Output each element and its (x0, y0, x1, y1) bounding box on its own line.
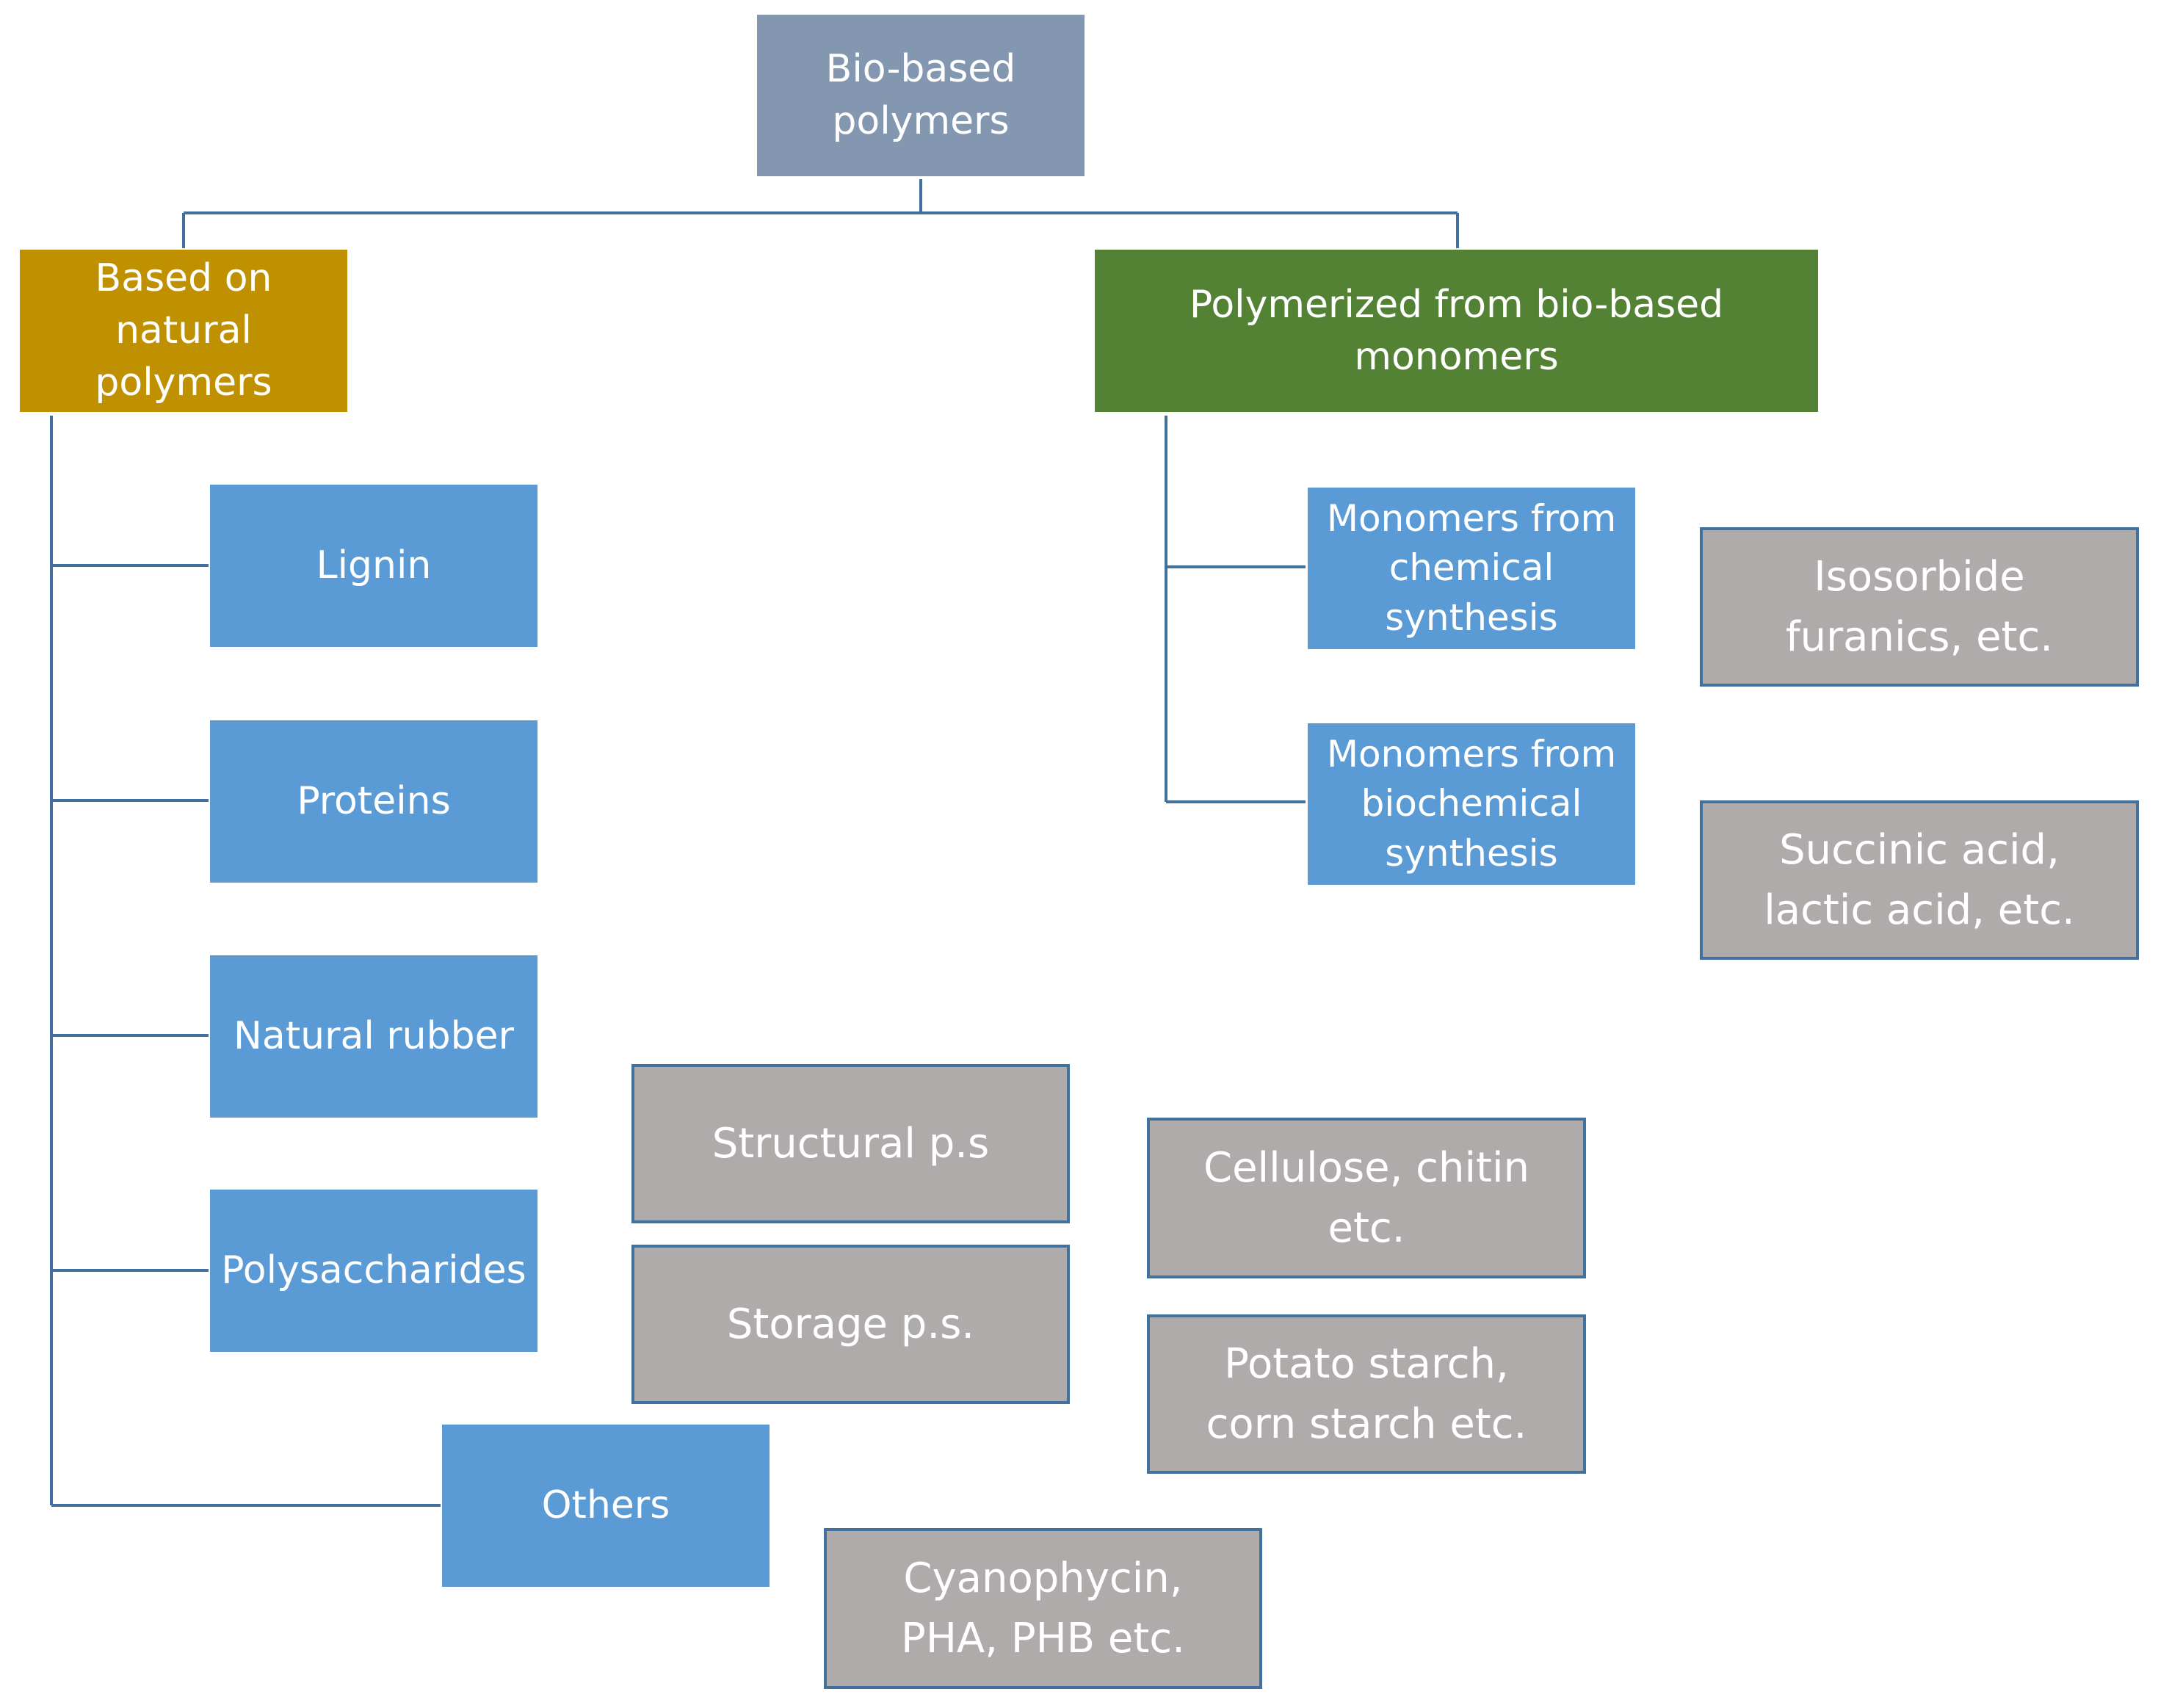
cellulose-chitin-label: Cellulose, chitin etc. (1203, 1144, 1530, 1252)
storage-ps-node: Storage p.s. (631, 1245, 1070, 1404)
isosorbide-label: Isosorbide furanics, etc. (1785, 553, 2054, 661)
structural-ps-node: Structural p.s (631, 1064, 1070, 1223)
proteins-node: Proteins (210, 720, 537, 883)
polysaccharides-label: Polysaccharides (221, 1248, 526, 1293)
monomers-label: Polymerized from bio-based monomers (1189, 282, 1724, 379)
biochemical-synthesis-label: Monomers from biochemical synthesis (1326, 732, 1617, 875)
storage-ps-label: Storage p.s. (726, 1300, 975, 1348)
cellulose-chitin-node: Cellulose, chitin etc. (1147, 1118, 1586, 1278)
polysaccharides-node: Polysaccharides (210, 1190, 537, 1352)
others-label: Others (541, 1483, 670, 1528)
lignin-label: Lignin (316, 543, 432, 588)
chemical-synthesis-label: Monomers from chemical synthesis (1326, 496, 1617, 639)
natural-polymers-node: Based on natural polymers (20, 250, 347, 412)
proteins-label: Proteins (297, 779, 451, 824)
cyanophycin-node: Cyanophycin, PHA, PHB etc. (824, 1528, 1262, 1689)
root-label: Bio-based polymers (825, 47, 1016, 143)
starch-label: Potato starch, corn starch etc. (1206, 1340, 1527, 1448)
natural-rubber-label: Natural rubber (233, 1014, 515, 1059)
others-node: Others (442, 1425, 770, 1587)
connector-root (182, 179, 1459, 248)
chemical-synthesis-node: Monomers from chemical synthesis (1308, 488, 1635, 649)
biochemical-synthesis-node: Monomers from biochemical synthesis (1308, 723, 1635, 885)
succinic-acid-label: Succinic acid, lactic acid, etc. (1764, 826, 2075, 934)
isosorbide-node: Isosorbide furanics, etc. (1700, 527, 2139, 687)
root-node: Bio-based polymers (757, 15, 1085, 176)
structural-ps-label: Structural p.s (712, 1119, 990, 1168)
natural-polymers-label: Based on natural polymers (95, 256, 272, 405)
succinic-acid-node: Succinic acid, lactic acid, etc. (1700, 800, 2139, 960)
monomers-node: Polymerized from bio-based monomers (1095, 250, 1818, 412)
starch-node: Potato starch, corn starch etc. (1147, 1314, 1586, 1474)
cyanophycin-label: Cyanophycin, PHA, PHB etc. (901, 1555, 1185, 1662)
natural-rubber-node: Natural rubber (210, 955, 537, 1118)
lignin-node: Lignin (210, 485, 537, 647)
